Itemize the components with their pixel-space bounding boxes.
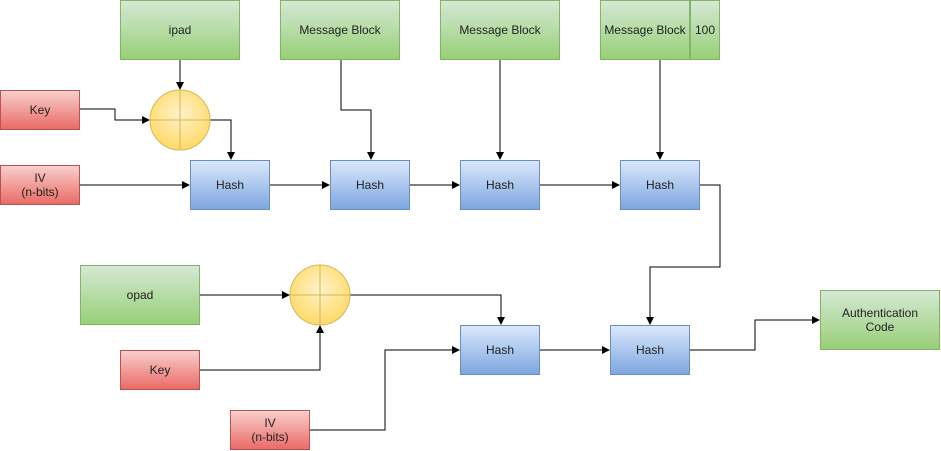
key-bottom-box: Key: [120, 350, 200, 390]
hash-1: Hash: [190, 160, 270, 210]
edge-key-bottom-to-xor-bottom: [200, 325, 324, 371]
edge-key-to-xor-top: [80, 108, 150, 124]
edge-iv-bottom-to-hash-5: [310, 346, 460, 431]
iv-top-box: IV (n-bits): [0, 165, 80, 205]
ipad-box: ipad: [120, 0, 240, 60]
opad-box: opad: [80, 265, 200, 325]
authentication-code-box: Authentication Code: [820, 290, 940, 350]
iv-bottom-box: IV (n-bits): [230, 410, 310, 450]
edge-xor-top-to-hash-1: [210, 119, 235, 160]
message-block-3: Message Block: [600, 0, 690, 60]
xor-top: [149, 89, 211, 151]
hash-6: Hash: [610, 325, 690, 375]
edge-xor-bottom-to-hash-5: [350, 294, 505, 325]
edge-hash-4-to-hash-6: [646, 184, 721, 325]
padding-100-box: 100: [690, 0, 720, 60]
hash-5: Hash: [460, 325, 540, 375]
message-block-2: Message Block: [440, 0, 560, 60]
hash-2: Hash: [330, 160, 410, 210]
hash-3: Hash: [460, 160, 540, 210]
hash-4: Hash: [620, 160, 700, 210]
edge-hash-6-to-output: [690, 316, 820, 351]
xor-bottom: [289, 264, 351, 326]
key-top-box: Key: [0, 90, 80, 130]
message-block-1: Message Block: [280, 0, 400, 60]
edge-message-block-1-to-hash-2: [340, 60, 375, 160]
